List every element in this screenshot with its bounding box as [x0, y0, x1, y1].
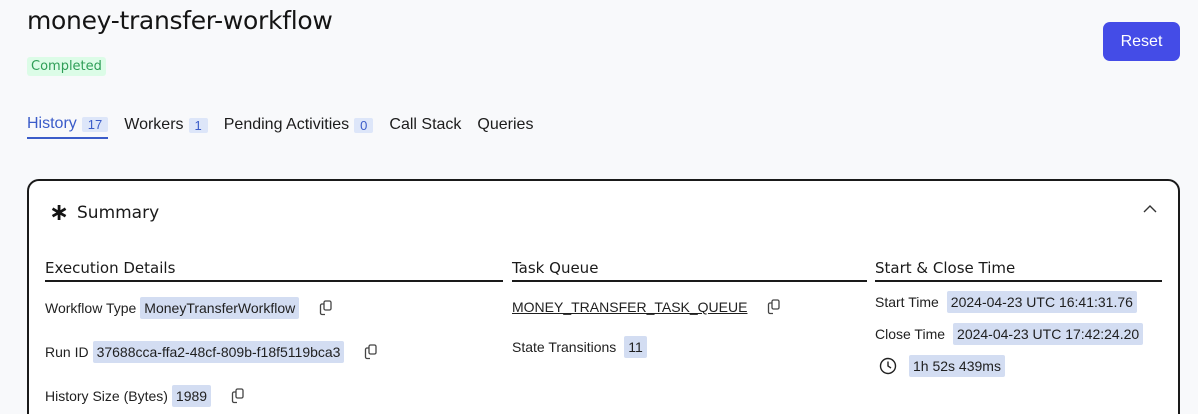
tab-label: Queries [477, 116, 534, 133]
field-label: Start Time [875, 294, 939, 310]
tab-call-stack[interactable]: Call Stack [389, 114, 461, 139]
section-title: Start & Close Time [875, 259, 1162, 282]
field-label: Workflow Type [45, 300, 137, 316]
status-badge: Completed [27, 57, 106, 76]
clock-icon [879, 357, 897, 375]
field-label: Run ID [45, 344, 89, 360]
workflow-type-row: Workflow Type MoneyTransferWorkflow [45, 297, 333, 319]
tab-label: Workers [124, 116, 184, 133]
copy-icon[interactable] [364, 344, 378, 360]
tab-pending-activities[interactable]: Pending Activities 0 [224, 114, 374, 139]
chevron-up-icon[interactable] [1142, 203, 1158, 215]
tab-bar: History 17 Workers 1 Pending Activities … [27, 114, 533, 139]
run-id-row: Run ID 37688cca-ffa2-48cf-809b-f18f5119b… [45, 341, 378, 363]
tab-queries[interactable]: Queries [477, 114, 533, 139]
close-time-row: Close Time 2024-04-23 UTC 17:42:24.20 [875, 323, 1144, 345]
field-label: Close Time [875, 326, 946, 342]
asterisk-icon: ∗ [49, 199, 70, 226]
tab-count-badge: 17 [81, 116, 109, 132]
history-size-row: History Size (Bytes) 1989 [45, 385, 245, 407]
tab-workers[interactable]: Workers 1 [124, 114, 208, 139]
summary-card: ∗ Summary Execution Details Workflow Typ… [27, 179, 1180, 414]
field-label: History Size (Bytes) [45, 388, 168, 404]
close-time-value: 2024-04-23 UTC 17:42:24.20 [953, 323, 1144, 345]
tab-label: Call Stack [389, 116, 462, 133]
tab-label: Pending Activities [223, 116, 350, 133]
summary-header[interactable]: ∗ Summary [49, 201, 159, 225]
state-transitions-row: State Transitions 11 [512, 336, 647, 358]
section-title: Execution Details [45, 259, 503, 282]
task-queue-section: Task Queue [512, 259, 867, 282]
start-time-value: 2024-04-23 UTC 16:41:31.76 [946, 291, 1137, 313]
start-close-time-section: Start & Close Time [875, 259, 1162, 282]
copy-icon[interactable] [319, 300, 333, 316]
page-title: money-transfer-workflow [27, 6, 333, 35]
section-title: Task Queue [512, 259, 867, 282]
task-queue-link[interactable]: MONEY_TRANSFER_TASK_QUEUE [512, 299, 748, 315]
copy-icon[interactable] [767, 299, 781, 315]
tab-count-badge: 0 [354, 117, 374, 133]
history-size-value: 1989 [171, 385, 212, 407]
summary-title: Summary [77, 203, 160, 223]
workflow-type-value: MoneyTransferWorkflow [140, 297, 300, 319]
tab-label: History [27, 115, 77, 132]
execution-details-section: Execution Details [45, 259, 503, 282]
tab-history[interactable]: History 17 [27, 114, 109, 139]
duration-row: 1h 52s 439ms [879, 355, 1005, 377]
run-id-value: 37688cca-ffa2-48cf-809b-f18f5119bca3 [92, 341, 345, 363]
duration-value: 1h 52s 439ms [909, 355, 1005, 377]
start-time-row: Start Time 2024-04-23 UTC 16:41:31.76 [875, 291, 1137, 313]
copy-icon[interactable] [231, 388, 245, 404]
tab-count-badge: 1 [188, 117, 208, 133]
task-queue-row: MONEY_TRANSFER_TASK_QUEUE [512, 299, 781, 315]
field-label: State Transitions [512, 339, 617, 355]
reset-button[interactable]: Reset [1103, 22, 1180, 61]
state-transitions-value: 11 [624, 336, 647, 358]
